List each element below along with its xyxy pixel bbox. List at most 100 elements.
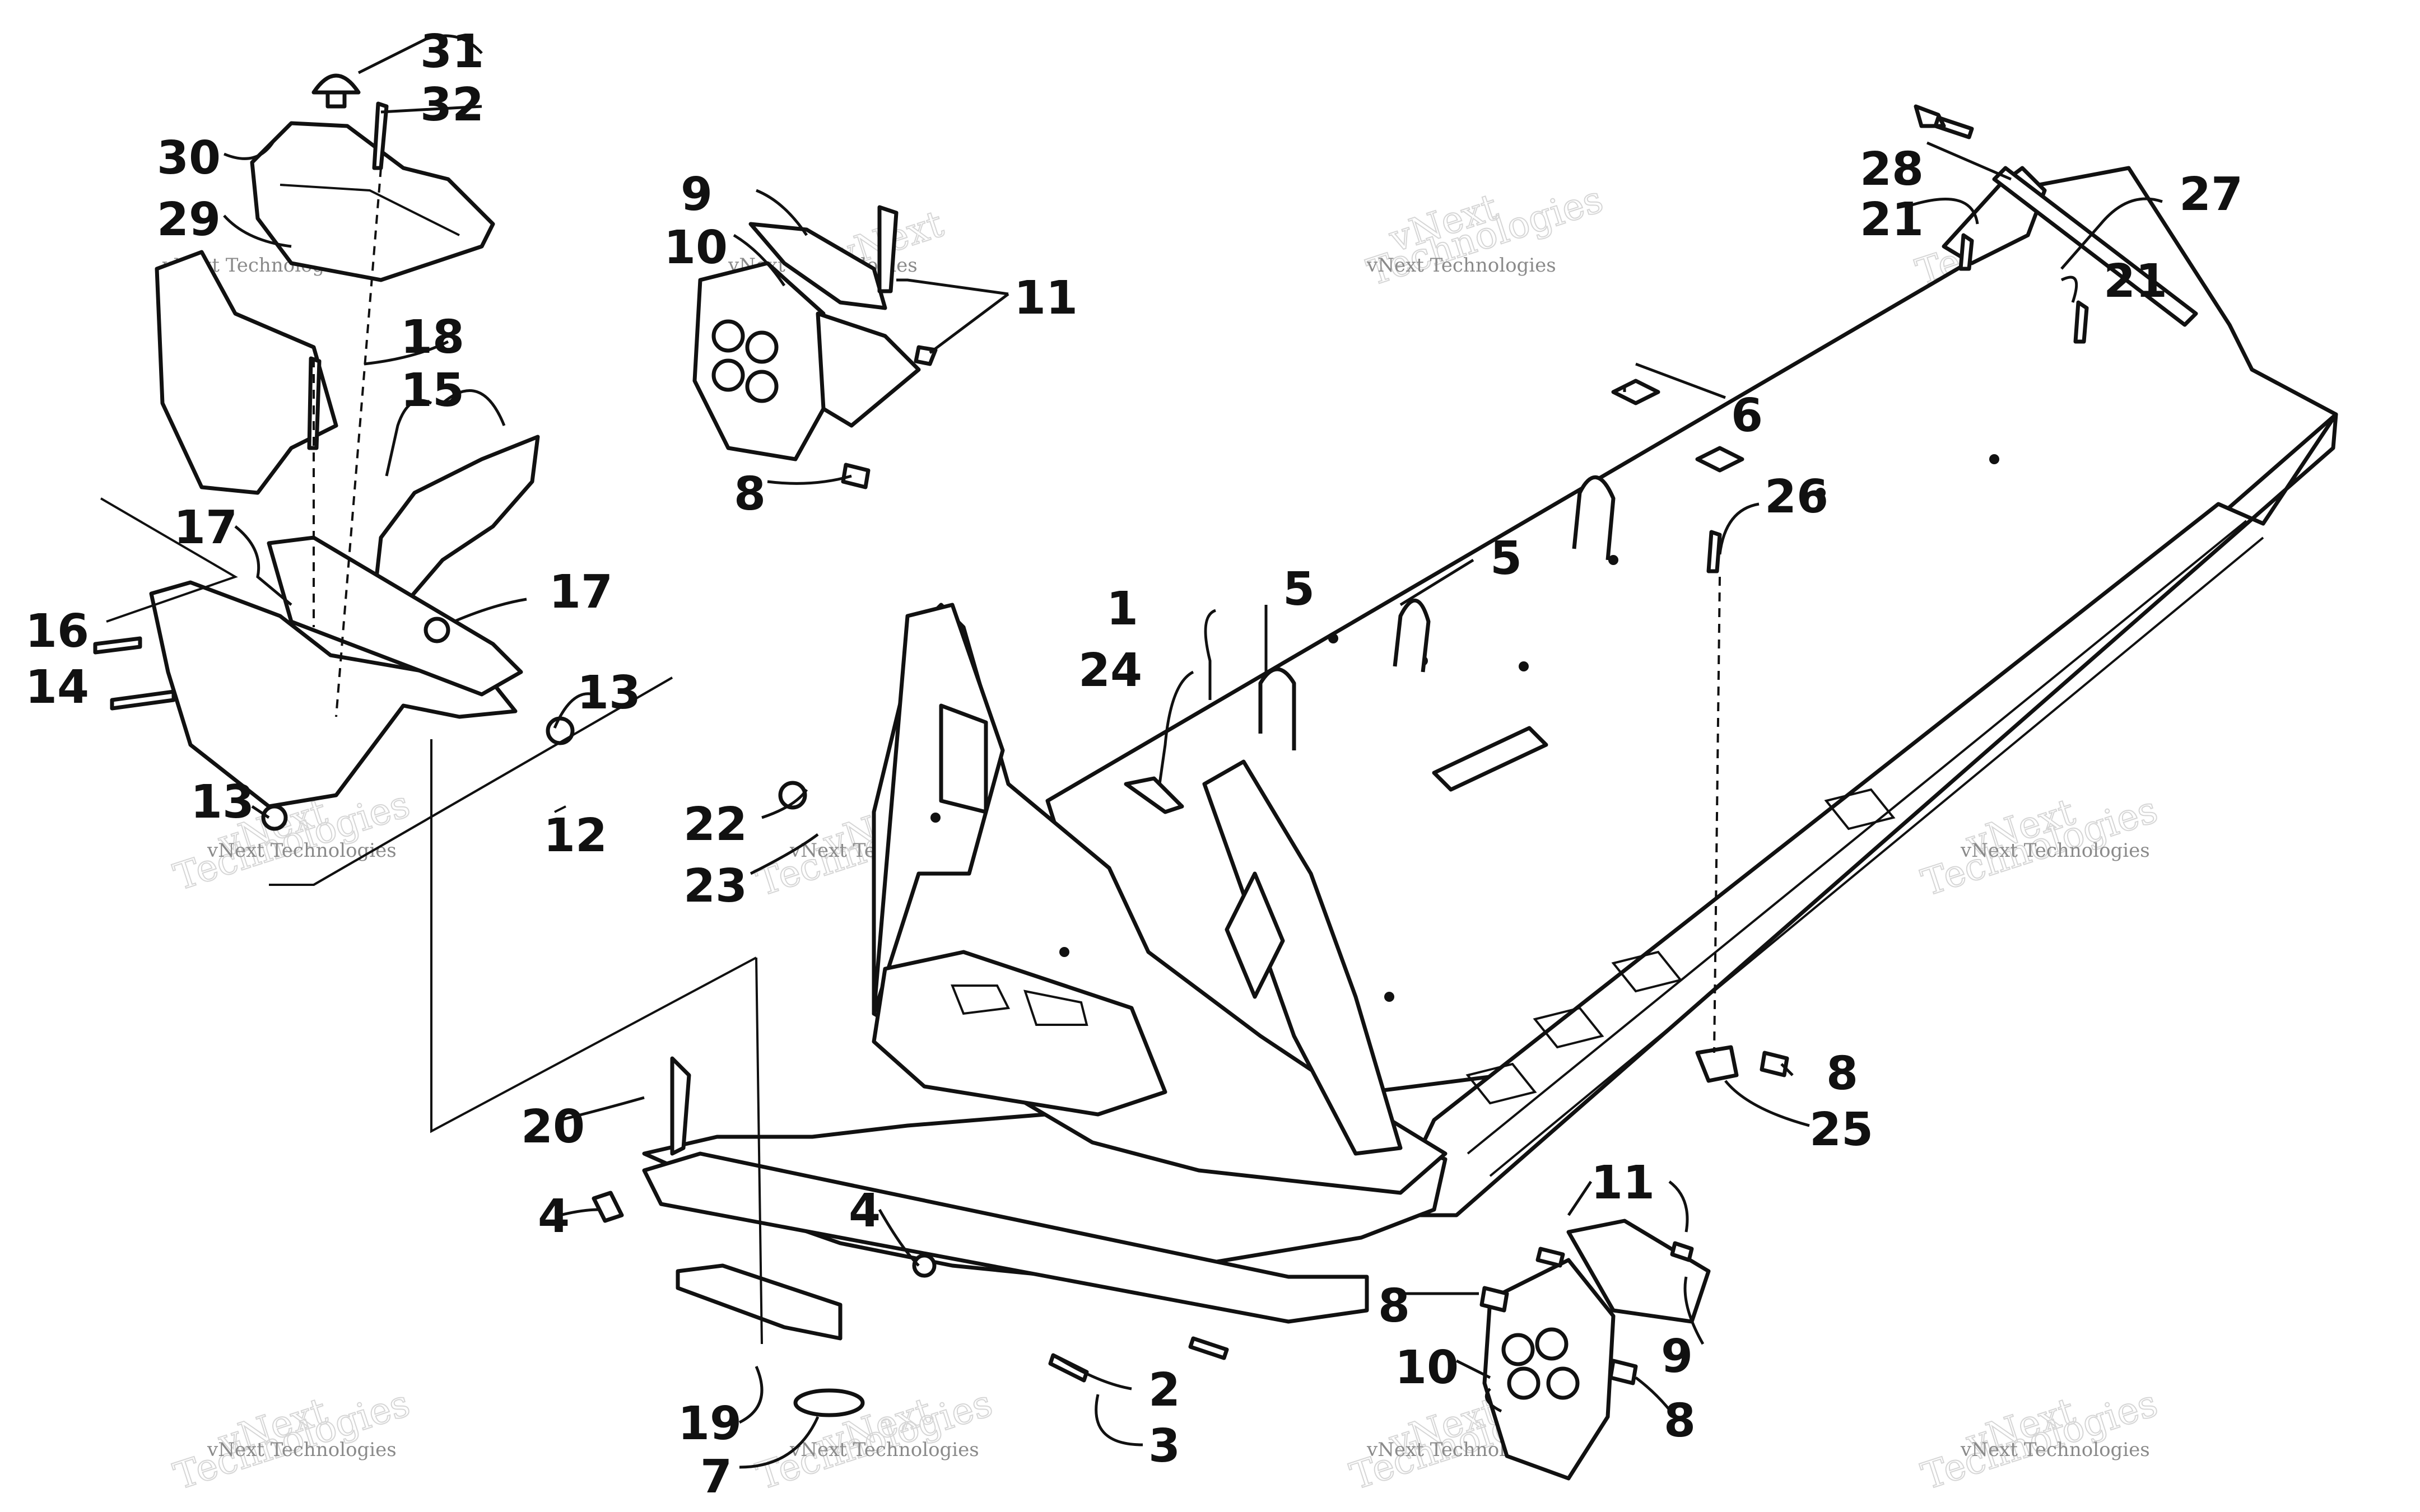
shield-hole [1535, 1327, 1569, 1361]
group-outlines [100, 497, 763, 1345]
callout-17: 17 [549, 566, 613, 619]
leader-line [756, 189, 808, 236]
rivet [1059, 947, 1069, 957]
leader-line [364, 340, 449, 366]
reinforcement-pad [1695, 446, 1744, 473]
callout-9: 9 [681, 168, 713, 221]
leader-line [1052, 1354, 1132, 1390]
callout-14: 14 [25, 661, 89, 714]
callout-30: 30 [157, 132, 221, 185]
clip [1479, 1286, 1509, 1313]
tunnel-slot [1432, 726, 1548, 792]
leader-line [357, 34, 483, 74]
leader-line [896, 278, 1009, 354]
side-rail-flange [1467, 520, 2264, 1177]
front-nose-pan [676, 1263, 843, 1341]
rear-bolt [1914, 104, 1974, 139]
callout-16: 16 [25, 605, 89, 658]
traction-cutouts [1465, 788, 1896, 1105]
bolt [877, 205, 899, 293]
callout-29: 29 [157, 193, 221, 246]
front-bumper-rail [642, 1151, 1369, 1324]
shield-hole [1546, 1366, 1580, 1400]
watermark-small: vNext Technologies [1960, 1439, 2150, 1461]
bolt [1048, 1353, 1089, 1383]
group-outline-12 [313, 676, 673, 886]
callout-11: 11 [1014, 272, 1078, 325]
heat-shield-bottom [1482, 1258, 1616, 1481]
assembly-lines [313, 167, 1721, 1053]
leader-line [251, 805, 270, 819]
callout-12: 12 [543, 809, 607, 862]
rivet [1816, 488, 1826, 498]
reinforcement-pad [1611, 379, 1660, 405]
callout-6: 6 [1731, 389, 1763, 442]
callout-labels: 1 24 5 5 6 26 27 28 21 21 31 32 30 29 18… [25, 25, 2243, 1504]
nut [912, 1253, 937, 1278]
assembly-line [335, 167, 382, 717]
u-bolt [1572, 475, 1616, 561]
leader-line [224, 139, 276, 160]
callout-10: 10 [1395, 1341, 1459, 1394]
clip [841, 463, 871, 489]
rivet [1989, 454, 1999, 464]
clip [1608, 1359, 1638, 1385]
leader-line [223, 214, 292, 248]
callout-4: 4 [849, 1184, 881, 1238]
lower-bracket [1695, 1045, 1739, 1083]
leader-line [1455, 1359, 1491, 1379]
u-bolt [1393, 598, 1431, 673]
rivet [1608, 555, 1618, 565]
leader-line [2060, 197, 2163, 270]
nut [261, 804, 288, 831]
leader-line [1926, 141, 2012, 181]
steering-cover [250, 121, 495, 282]
leader-line [738, 1366, 764, 1424]
callout-20: 20 [521, 1100, 585, 1154]
leader-lines [223, 34, 2163, 1469]
callout-22: 22 [683, 798, 747, 851]
drain-plug [793, 1388, 865, 1417]
leader-line [1623, 362, 1726, 399]
callout-13: 13 [577, 666, 641, 720]
callout-28: 28 [1860, 143, 1924, 196]
loose-parts [93, 73, 2198, 1481]
group-outline-12 [100, 497, 238, 623]
watermark-small: vNext Technologies [789, 1439, 979, 1461]
leader-line [1724, 1080, 1810, 1127]
leader-line [878, 1208, 920, 1267]
watermark-small: vNext Technologies [1366, 254, 1556, 277]
bolt [110, 689, 176, 711]
callout-1: 1 [1106, 582, 1138, 636]
nut [592, 1191, 624, 1223]
shield-hole [745, 370, 779, 403]
leader-line [1204, 609, 1217, 700]
callout-8: 8 [1664, 1394, 1696, 1448]
shield-hole [745, 330, 779, 364]
left-column-window [939, 703, 988, 814]
watermark-small: vNext Technologies [207, 1439, 397, 1461]
leader-line [1780, 1063, 1794, 1076]
callout-31: 31 [420, 25, 484, 78]
callout-25: 25 [1809, 1103, 1873, 1156]
bolt [1535, 1247, 1565, 1268]
cover-detail [280, 184, 460, 236]
tunnel-handle [1124, 776, 1184, 814]
nut [546, 716, 575, 745]
callout-27: 27 [2179, 168, 2243, 221]
callout-5: 5 [1490, 532, 1522, 585]
shield-hole [711, 358, 745, 392]
callout-23: 23 [683, 860, 747, 913]
callout-10: 10 [664, 221, 728, 274]
leader-line [761, 788, 808, 819]
leader-line [385, 389, 506, 477]
group-outline-12 [554, 805, 566, 813]
rivet [1328, 633, 1338, 643]
callout-21: 21 [1860, 193, 1924, 246]
leader-line [767, 474, 852, 485]
shield-hole [711, 319, 745, 353]
callout-24: 24 [1078, 644, 1142, 697]
callout-3: 3 [1148, 1420, 1180, 1473]
callout-17: 17 [174, 501, 238, 554]
leader-line [1718, 502, 1760, 555]
